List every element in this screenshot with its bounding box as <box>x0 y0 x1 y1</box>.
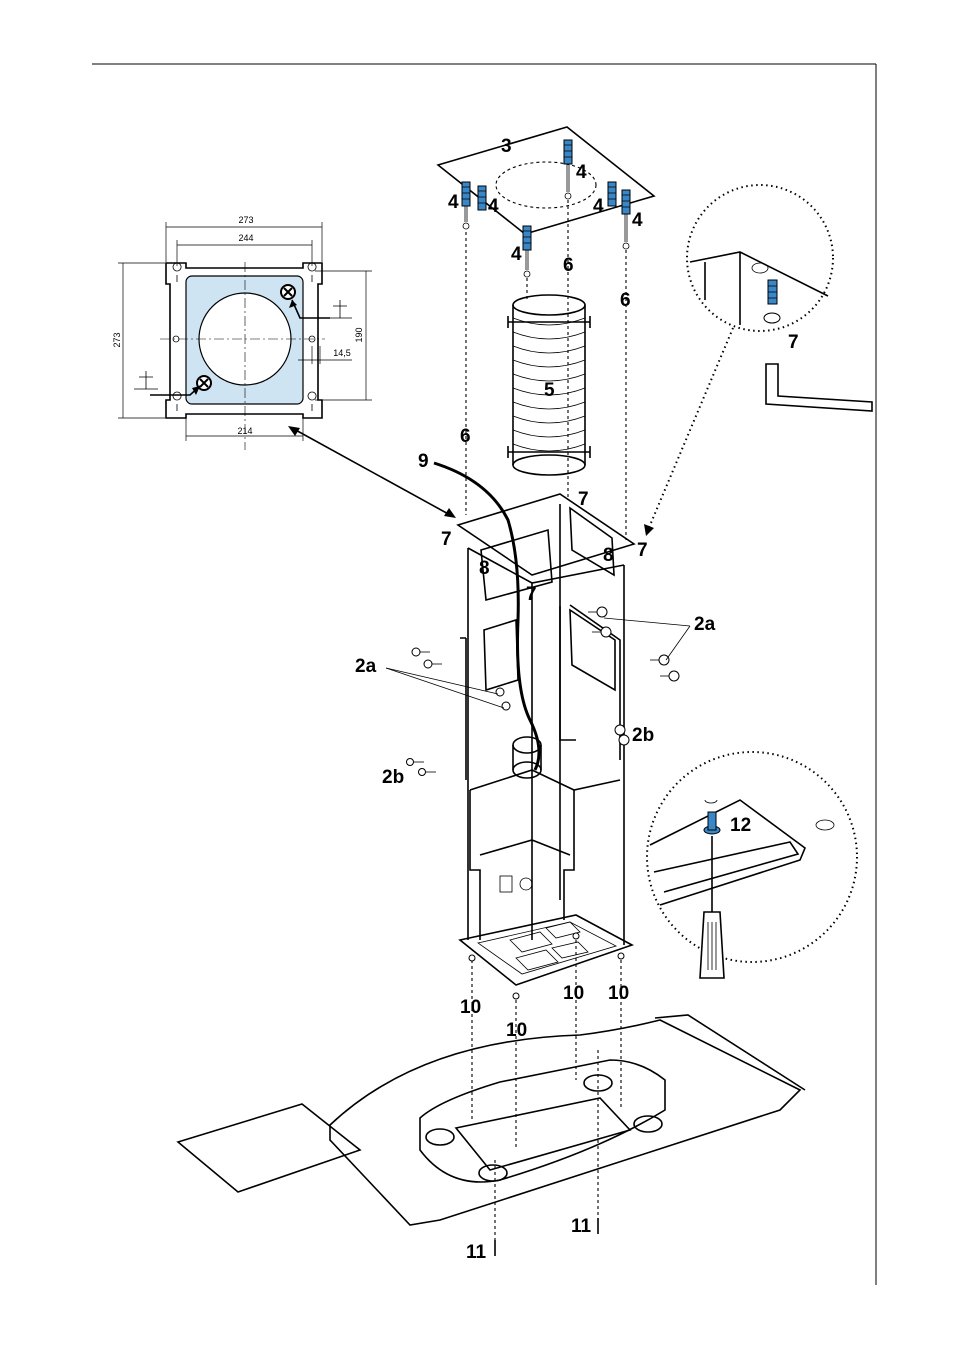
callout-12: 12 <box>730 815 751 836</box>
callout-6a: 6 <box>563 255 574 276</box>
callout-8b: 8 <box>479 558 490 579</box>
callout-labels: 3 4 4 4 4 4 4 6 6 6 5 7 9 7 7 7 7 8 8 2a… <box>355 136 799 1263</box>
callout-4b: 4 <box>448 192 459 213</box>
callout-9: 9 <box>418 451 429 472</box>
callout-10c: 10 <box>460 997 481 1018</box>
callout-4d: 4 <box>593 196 604 217</box>
ceiling-plate <box>436 126 656 235</box>
hood-canopy <box>176 1014 806 1226</box>
callout-8a: 8 <box>603 545 614 566</box>
screw-icon <box>703 811 721 835</box>
callout-10b: 10 <box>608 983 629 1004</box>
leader-lines <box>385 617 691 709</box>
dim-14-5: 14,5 <box>333 348 351 358</box>
callout-7-zoom: 7 <box>788 332 799 353</box>
callout-7a: 7 <box>578 489 589 510</box>
callout-4a: 4 <box>576 162 587 183</box>
chimney-frame <box>456 493 636 986</box>
wall-plug-icon <box>461 139 631 278</box>
duct-hose <box>507 294 591 476</box>
callout-4e: 4 <box>632 210 643 231</box>
callout-5: 5 <box>544 380 555 401</box>
callout-10d: 10 <box>506 1020 527 1041</box>
callout-3: 3 <box>501 136 512 157</box>
power-cable <box>433 461 541 771</box>
callout-2a-right: 2a <box>694 614 716 635</box>
guide-lines <box>465 200 627 1240</box>
callout-7d: 7 <box>526 584 537 605</box>
keyhole-slot-icon <box>172 262 317 411</box>
callout-11a: 11 <box>571 1216 592 1237</box>
callout-4f: 4 <box>511 244 522 265</box>
callout-6b: 6 <box>620 290 631 311</box>
callout-6c: 6 <box>460 426 471 447</box>
dim-190: 190 <box>354 327 364 342</box>
screw-icon <box>406 606 680 1256</box>
dim-214: 214 <box>237 426 252 436</box>
callout-2b-right: 2b <box>632 725 654 746</box>
drilling-template: 273 244 273 190 14,5 214 <box>112 215 372 450</box>
drill-mark-icon <box>196 284 296 391</box>
callout-2a-left: 2a <box>355 656 377 677</box>
callout-7c: 7 <box>637 540 648 561</box>
callout-11b: 11 <box>466 1242 487 1263</box>
callout-4c: 4 <box>488 196 499 217</box>
detail-view-top <box>644 184 834 536</box>
detail-view-bottom <box>646 751 858 979</box>
callout-7b: 7 <box>441 529 452 550</box>
dim-273-left: 273 <box>112 332 122 347</box>
callout-10a: 10 <box>563 983 584 1004</box>
callout-2b-left: 2b <box>382 767 404 788</box>
screw-icon <box>763 279 781 324</box>
dim-244: 244 <box>238 233 253 243</box>
allen-key-icon <box>765 363 873 412</box>
dim-273-top: 273 <box>238 215 253 225</box>
screwdriver-icon <box>699 836 725 979</box>
